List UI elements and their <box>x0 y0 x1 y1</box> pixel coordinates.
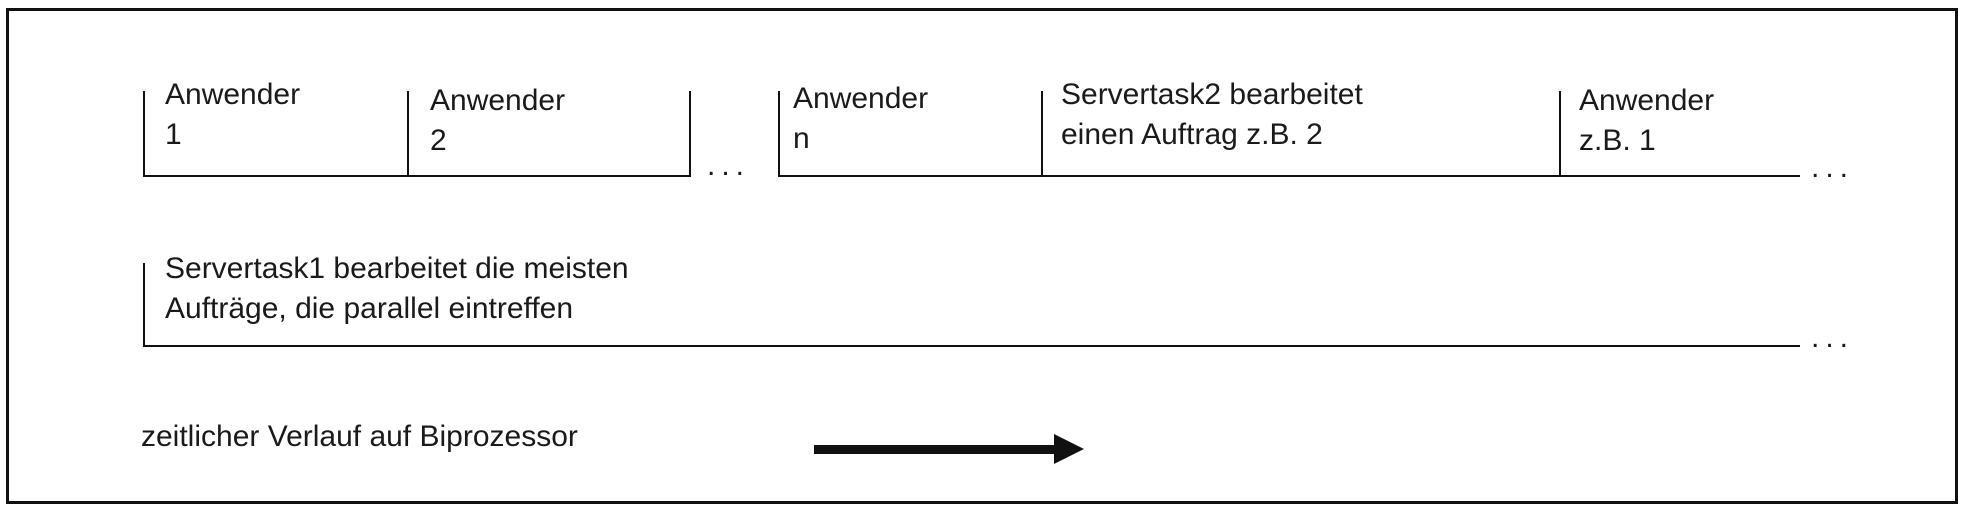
row2-end-ellipsis: ... <box>1811 321 1855 354</box>
row1-divider-start <box>143 91 145 177</box>
row1-divider-2 <box>407 91 409 177</box>
row1-segment-2-label: Anwender 2 <box>430 81 565 161</box>
row2-baseline <box>143 345 1800 347</box>
segment-2-line1: Anwender <box>430 84 566 117</box>
segment-last-line2: z.B. 1 <box>1579 124 1656 157</box>
segment-1-line1: Anwender <box>165 78 301 111</box>
segment-1-line2: 1 <box>165 118 182 151</box>
diagram-frame: Anwender 1 Anwender 2 Anwender n Servert… <box>6 8 1958 504</box>
row1-divider-4 <box>778 91 780 177</box>
timeline-label: zeitlicher Verlauf auf Biprozessor <box>141 420 578 453</box>
row1-segment-n-label: Anwender n <box>793 79 928 159</box>
row1-baseline-right <box>778 175 1800 177</box>
servertask2-line1: Servertask2 bearbeitet <box>1061 78 1363 111</box>
row2-servertask1-label: Servertask1 bearbeitet die meisten Auftr… <box>165 249 629 329</box>
row1-gap-ellipsis: ... <box>707 149 751 182</box>
segment-n-line2: n <box>793 122 810 155</box>
row1-divider-3 <box>689 91 691 177</box>
time-arrow-icon <box>814 434 1084 464</box>
segment-2-line2: 2 <box>430 124 447 157</box>
row1-segment-1-label: Anwender 1 <box>165 75 300 155</box>
row1-divider-6 <box>1559 91 1561 177</box>
segment-n-line1: Anwender <box>793 82 929 115</box>
row1-end-ellipsis: ... <box>1811 151 1855 184</box>
row2-divider-start <box>143 263 145 347</box>
segment-last-line1: Anwender <box>1579 84 1715 117</box>
row1-baseline-left <box>143 175 691 177</box>
servertask2-line2: einen Auftrag z.B. 2 <box>1061 118 1323 151</box>
row1-segment-last-label: Anwender z.B. 1 <box>1579 81 1714 161</box>
servertask1-line1: Servertask1 bearbeitet die meisten <box>165 252 629 285</box>
row1-divider-5 <box>1041 91 1043 177</box>
row1-servertask2-label: Servertask2 bearbeitet einen Auftrag z.B… <box>1061 75 1363 155</box>
servertask1-line2: Aufträge, die parallel eintreffen <box>165 292 574 325</box>
